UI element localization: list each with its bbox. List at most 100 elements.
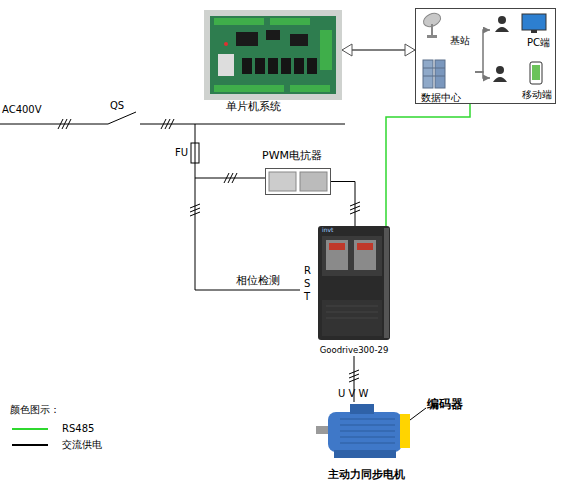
power-wire (195, 124, 196, 143)
terminal-block (214, 85, 284, 92)
reactor-coil (300, 172, 327, 191)
node-label: 数据中心 (421, 92, 461, 104)
fuse-element (195, 143, 196, 163)
person-body (493, 77, 507, 82)
legend-text: RS485 (62, 423, 94, 434)
motor-fin (340, 425, 395, 426)
encoder-symbol (400, 414, 410, 448)
board-frame (204, 10, 342, 100)
led (224, 42, 228, 46)
annotation-label: 颜色图示： (10, 404, 60, 416)
power-wire (331, 182, 355, 227)
reactor-coil (269, 172, 296, 191)
annotation-label: FU (175, 147, 188, 159)
monitor-stand (531, 30, 537, 33)
antenna-pole (431, 24, 433, 36)
relay (255, 58, 265, 74)
fuse-symbol (191, 143, 199, 163)
three-phase-mark (169, 119, 174, 129)
motor-fin (340, 443, 395, 444)
node-label: PWM电抗器 (262, 150, 322, 163)
legend-entry: 交流供电 (10, 439, 102, 451)
annotation-label: 编码器 (427, 398, 463, 412)
person-body (495, 27, 509, 32)
reactor-drawing (269, 172, 327, 191)
server-rack (423, 60, 433, 88)
pc-client: PC端 (490, 12, 552, 48)
annotation-label: 相位检测 (236, 275, 280, 288)
three-phase-mark (232, 173, 237, 183)
antenna-base (427, 35, 437, 38)
server-rack (435, 60, 445, 88)
legend-line (12, 428, 48, 430)
motor-feet (334, 450, 396, 458)
cloud-icons (421, 11, 546, 88)
annotation-label: S (304, 278, 310, 290)
power-wire (195, 163, 196, 290)
person-head (496, 66, 504, 74)
three-phase-mark (349, 378, 359, 382)
terminal-block (320, 30, 332, 70)
power-wire (140, 124, 345, 125)
power-wiring (0, 112, 360, 382)
motor-wire (354, 356, 355, 402)
inverter-panel (322, 236, 382, 276)
three-phase-mark (350, 210, 360, 214)
annotation-label: invt (322, 227, 333, 234)
keypad (354, 240, 376, 270)
person-head (498, 16, 506, 24)
legend-line (12, 444, 48, 446)
motor-body (328, 412, 402, 452)
power-wire (0, 124, 108, 125)
server-slot (423, 76, 445, 77)
node-label: 单片机系统 (226, 101, 281, 114)
chip (290, 34, 308, 46)
keypad-display (357, 243, 373, 250)
node-label: Goodrive300-29 (314, 346, 394, 356)
terminal-block (214, 18, 264, 25)
keypad (326, 240, 348, 270)
vent-line (326, 318, 378, 319)
inverter-side (384, 228, 389, 338)
relay (268, 58, 278, 74)
annotation-label: T (304, 291, 310, 303)
board-photo: 单片机系统 (204, 10, 342, 114)
data-center: 数据中心 (421, 58, 475, 103)
annotation-label: R (304, 265, 311, 277)
annotation-label: QS (110, 100, 124, 112)
relay (294, 58, 304, 74)
motor-fin (340, 437, 395, 438)
monitor (522, 14, 546, 30)
phase-detect-wire (195, 290, 300, 291)
leader-line (410, 408, 426, 420)
chip (266, 30, 280, 40)
node-label: PC端 (527, 37, 550, 49)
phone (530, 62, 542, 84)
pwm-reactor: PWM电抗器 (265, 168, 331, 195)
chip (236, 32, 258, 46)
three-phase-mark (350, 202, 360, 206)
terminal-block (290, 85, 330, 92)
relay (307, 58, 317, 74)
annotation-label: AC400V (2, 104, 42, 116)
sync-motor: 主动力同步电机 (316, 402, 416, 482)
cloud-frame: 基站数据中心PC端移动端 (415, 8, 556, 104)
node-label: 基站 (450, 35, 470, 47)
data-arrow (475, 72, 490, 78)
three-phase-mark (349, 374, 359, 378)
three-phase-mark (66, 119, 71, 129)
three-phase-mark (190, 204, 200, 208)
phone-screen (532, 65, 540, 80)
relay (242, 58, 252, 74)
motor-drawing (316, 404, 426, 458)
inverter-drive: Goodrive300-29 (318, 226, 390, 356)
mcu-board-photo (204, 10, 342, 100)
rs485-line (386, 104, 470, 226)
motor-fin (340, 431, 395, 432)
server-slot (423, 68, 445, 69)
legend-sample (10, 424, 50, 434)
link-arrow (342, 49, 415, 51)
